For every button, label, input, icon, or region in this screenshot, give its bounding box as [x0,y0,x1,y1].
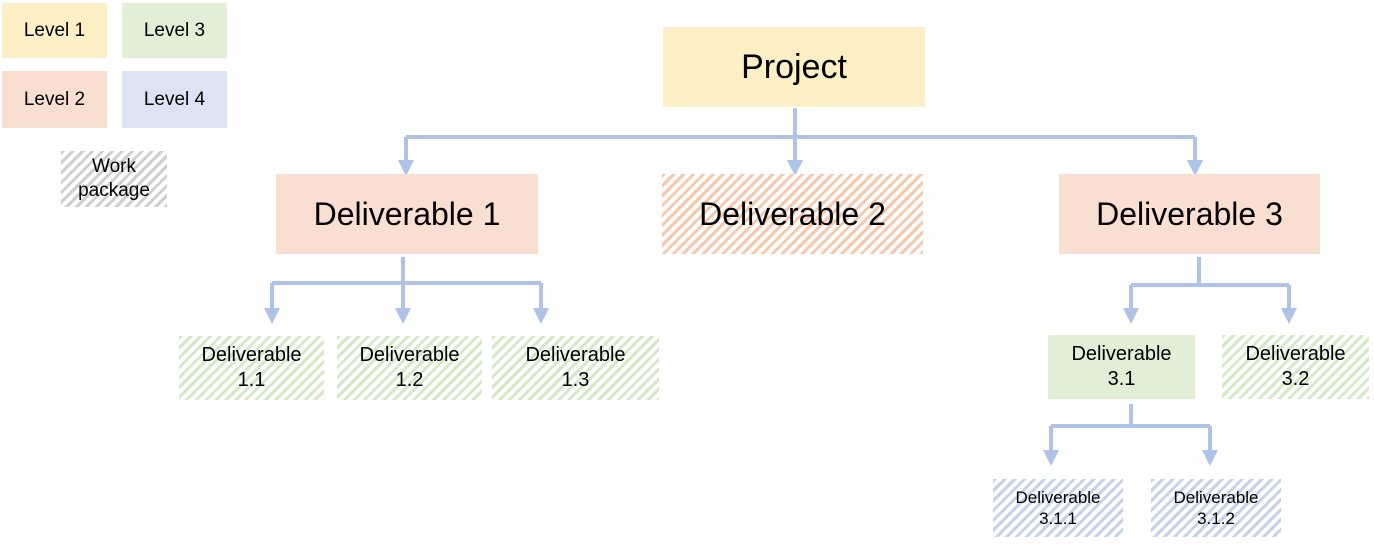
node-deliverable-2-label: Deliverable 2 [699,196,886,232]
legend-level-3: Level 3 [122,3,227,58]
node-project: Project [663,27,925,107]
legend-level-1-label: Level 1 [23,19,86,41]
node-deliverable-1-2-label: Deliverable 1.2 [359,344,460,391]
node-deliverable-1-3-label: Deliverable 1.3 [525,344,626,391]
node-deliverable-1-3: Deliverable 1.3 [492,336,659,400]
legend-work-package: Work package [61,151,167,207]
legend-level-1: Level 1 [2,3,107,58]
node-deliverable-1: Deliverable 1 [276,174,538,254]
legend-work-package-label: Work package [78,156,150,201]
node-deliverable-3-label: Deliverable 3 [1096,196,1283,232]
node-deliverable-1-1: Deliverable 1.1 [179,336,324,400]
node-deliverable-3-1-label: Deliverable 3.1 [1071,343,1172,390]
legend-level-2: Level 2 [2,71,107,128]
node-deliverable-3-1-2-label: Deliverable 3.1.2 [1173,487,1259,528]
node-deliverable-3-2-label: Deliverable 3.2 [1245,343,1346,390]
legend-level-2-label: Level 2 [23,88,86,110]
node-project-label: Project [741,47,847,86]
node-deliverable-1-2: Deliverable 1.2 [337,336,482,400]
node-deliverable-3-1: Deliverable 3.1 [1048,335,1195,399]
legend-level-4: Level 4 [122,71,227,128]
node-deliverable-3: Deliverable 3 [1059,174,1320,254]
legend-level-4-label: Level 4 [143,88,206,110]
node-deliverable-1-1-label: Deliverable 1.1 [201,344,302,391]
node-deliverable-1-label: Deliverable 1 [313,196,501,232]
node-deliverable-3-1-2: Deliverable 3.1.2 [1151,479,1281,537]
node-deliverable-3-2: Deliverable 3.2 [1222,335,1369,399]
node-deliverable-3-1-1: Deliverable 3.1.1 [993,479,1123,537]
legend-level-3-label: Level 3 [143,19,206,41]
node-deliverable-2: Deliverable 2 [662,174,923,254]
node-deliverable-3-1-1-label: Deliverable 3.1.1 [1015,487,1101,528]
